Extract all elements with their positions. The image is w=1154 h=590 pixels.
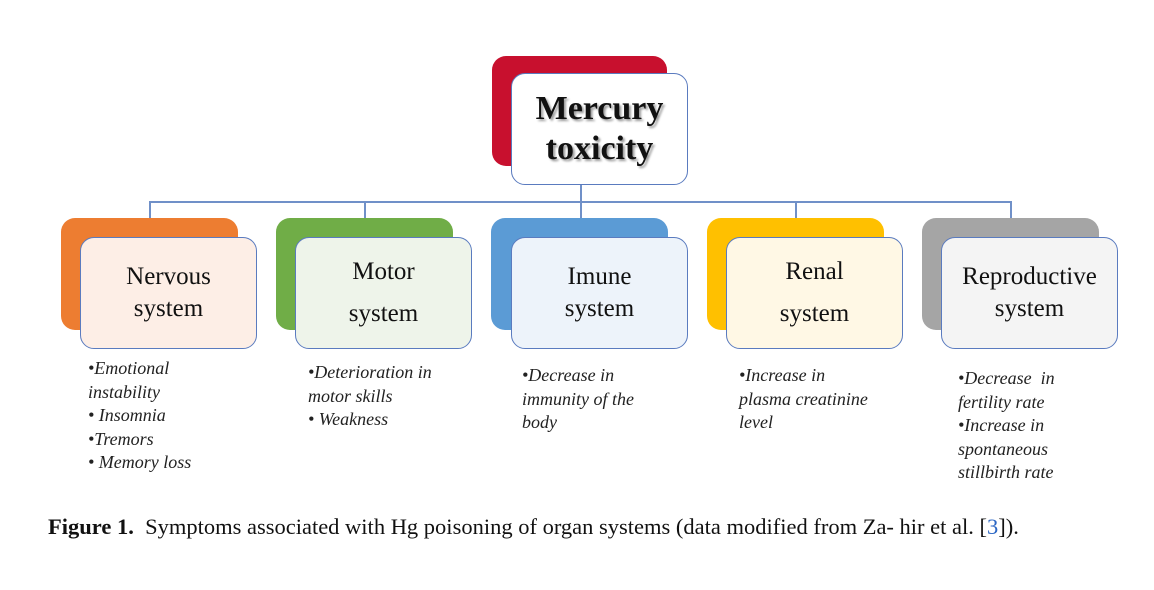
nervous-label-line2: system [133, 295, 204, 322]
nervous-symptoms: •Emotional instability • Insomnia •Tremo… [88, 357, 191, 475]
nervous-symptom-line: • Insomnia [88, 405, 166, 425]
root-node: Mercury toxicity [511, 73, 688, 185]
caption-reference-link[interactable]: 3 [987, 514, 999, 539]
motor-drop-connector [364, 201, 366, 219]
renal-symptoms: •Increase in plasma creatinine level [739, 364, 868, 435]
nervous-label-line1: Nervous [126, 263, 211, 290]
renal-node: Renal system [726, 237, 903, 349]
root-stem-connector [580, 184, 582, 202]
motor-symptoms: •Deterioration in motor skills • Weaknes… [308, 361, 432, 432]
nervous-drop-connector [149, 201, 151, 219]
root-title-line1: Mercury [535, 90, 664, 127]
motor-symptom-line: •Deterioration in [308, 362, 432, 382]
renal-symptom-line: •Increase in [739, 365, 826, 385]
nervous-node: Nervous system [80, 237, 257, 349]
renal-label-line2: system [779, 300, 850, 327]
caption-label: Figure 1. [48, 514, 134, 539]
figure-caption: Figure 1. Symptoms associated with Hg po… [48, 510, 1118, 544]
reproductive-symptom-line: spontaneous [958, 438, 1048, 459]
caption-text: Symptoms associated with Hg poisoning of… [145, 514, 988, 539]
imune-drop-connector [580, 201, 582, 219]
root-title-line2: toxicity [545, 130, 654, 167]
motor-node: Motor system [295, 237, 472, 349]
renal-symptom-line: plasma creatinine [739, 388, 868, 409]
motor-symptom-line: motor skills [308, 385, 393, 406]
motor-label-line1: Motor [352, 258, 415, 285]
motor-symptom-line: • Weakness [308, 409, 389, 429]
motor-label-line2: system [348, 300, 419, 327]
imune-symptom-line: body [522, 412, 557, 432]
mercury-toxicity-diagram: Mercury toxicity Nervous system Motor sy… [61, 56, 1118, 485]
nervous-symptom-line: • Memory loss [88, 452, 192, 472]
nervous-symptom-line: •Emotional [88, 358, 170, 378]
imune-label-line1: Imune [567, 263, 632, 290]
imune-label-line2: system [564, 295, 635, 322]
reproductive-label-line2: system [994, 295, 1065, 322]
reproductive-symptom-line: •Increase in [958, 415, 1045, 435]
caption-end: ]). [998, 514, 1019, 539]
imune-symptom-line: •Decrease in [522, 365, 615, 385]
renal-drop-connector [795, 201, 797, 219]
imune-symptoms: •Decrease in immunity of the body [522, 364, 634, 435]
renal-label-line1: Renal [785, 258, 844, 285]
reproductive-symptom-line: fertility rate [958, 391, 1045, 412]
imune-node: Imune system [511, 237, 688, 349]
nervous-symptom-line: instability [88, 381, 160, 402]
reproductive-label-line1: Reproductive [962, 263, 1097, 290]
reproductive-symptom-line: •Decrease in [958, 368, 1055, 388]
nervous-symptom-line: •Tremors [88, 428, 154, 449]
reproductive-symptoms: •Decrease in fertility rate •Increase in… [958, 367, 1055, 485]
renal-symptom-line: level [739, 412, 773, 432]
reproductive-symptom-line: stillbirth rate [958, 462, 1054, 482]
reproductive-node: Reproductive system [941, 237, 1118, 349]
imune-symptom-line: immunity of the [522, 388, 634, 409]
reproductive-drop-connector [1010, 201, 1012, 219]
